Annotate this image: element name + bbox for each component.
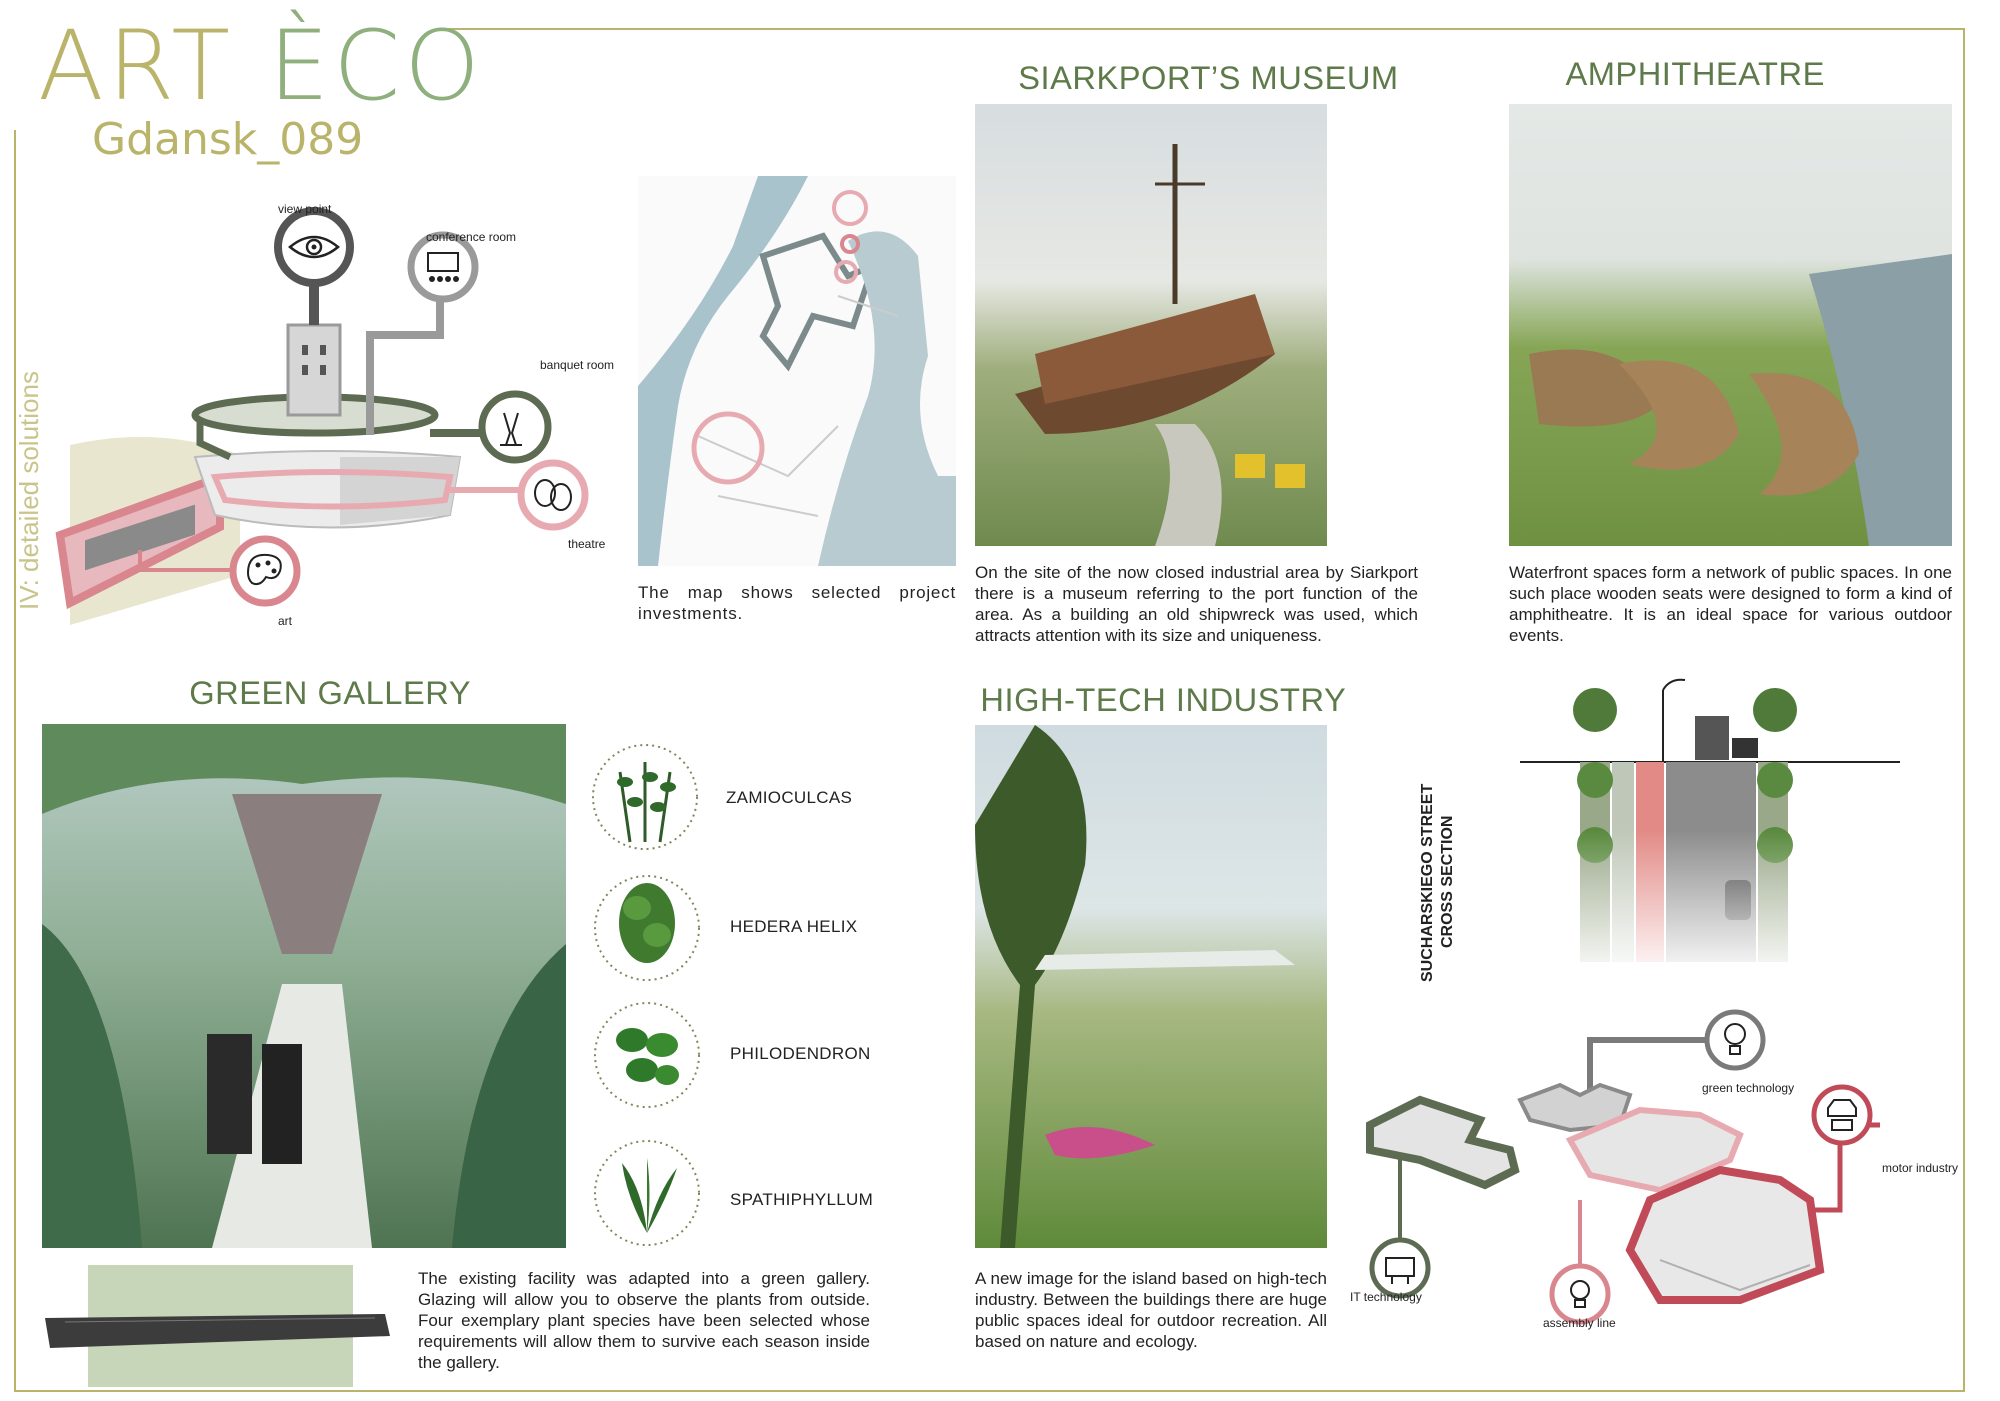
it-building bbox=[1366, 1095, 1520, 1190]
motor-industry-label: motor industry bbox=[1882, 1161, 1959, 1175]
frame-bottom-line bbox=[14, 1390, 1964, 1392]
tower bbox=[286, 323, 342, 417]
map-roads bbox=[697, 295, 899, 517]
art-circle bbox=[229, 535, 301, 607]
brand-title-art: ART bbox=[38, 10, 235, 122]
it-technology-circle bbox=[1369, 1237, 1431, 1299]
plant-philodendron bbox=[594, 1002, 700, 1108]
building-function-diagram bbox=[55, 207, 589, 625]
green-gallery-photo bbox=[42, 724, 566, 1248]
plant-spathiphyllum bbox=[594, 1140, 700, 1246]
art-label: art bbox=[278, 614, 293, 628]
theatre-circle bbox=[517, 459, 589, 531]
green-gallery-illustration bbox=[42, 724, 566, 1248]
banquet-room-circle bbox=[478, 390, 552, 464]
banquet-room-label: banquet room bbox=[540, 358, 615, 372]
lightbulb-icon bbox=[1724, 1023, 1746, 1055]
plant-label-philodendron: PHILODENDRON bbox=[730, 1044, 871, 1063]
conference-room-circle bbox=[407, 231, 479, 303]
plant-hedera-helix bbox=[594, 875, 700, 981]
circuit-board-icon bbox=[1385, 1257, 1415, 1284]
art-connector bbox=[138, 550, 230, 572]
art-wing-window bbox=[85, 504, 195, 571]
hightech-photo bbox=[975, 725, 1327, 1248]
assembly-line-circle bbox=[1549, 1263, 1611, 1325]
amphitheatre-photo bbox=[1509, 104, 1952, 546]
amphitheatre-illustration bbox=[1529, 254, 1952, 546]
plant-label-spathiphyllum: SPATHIPHYLLUM bbox=[730, 1190, 874, 1209]
tower-window-2 bbox=[320, 345, 326, 355]
map-marker-3 bbox=[834, 260, 858, 284]
brand-title-eco: ÈCO bbox=[268, 10, 484, 122]
brand-subtitle: Gdansk_089 bbox=[92, 114, 364, 165]
map-bay bbox=[818, 231, 956, 566]
street-section-title: SUCHARSKIEGO STREET CROSS SECTION bbox=[1418, 784, 1458, 982]
theatre-band bbox=[210, 469, 454, 510]
tower-window-1 bbox=[302, 345, 308, 355]
tower-window-4 bbox=[320, 365, 326, 375]
assembly-building bbox=[1565, 1106, 1744, 1194]
gallery-plan-drawing bbox=[45, 1314, 390, 1348]
green-technology-label: green technology bbox=[1702, 1081, 1795, 1095]
shipwreck-illustration bbox=[1015, 144, 1305, 546]
frame-top-line bbox=[440, 28, 1965, 30]
hightech-illustration bbox=[975, 725, 1295, 1248]
green-gallery-title: GREEN GALLERY bbox=[189, 675, 471, 711]
street-cross-section bbox=[1520, 678, 1900, 980]
tower-window-3 bbox=[302, 365, 308, 375]
it-technology-label: IT technology bbox=[1350, 1290, 1422, 1304]
street-title-line2: CROSS SECTION bbox=[1439, 815, 1456, 948]
assembly-line-label: assembly line bbox=[1543, 1316, 1616, 1330]
museum-photo bbox=[975, 104, 1327, 546]
industry-buildings-diagram bbox=[1366, 1009, 1880, 1325]
hightech-text: A new image for the island based on high… bbox=[975, 1269, 1327, 1351]
map-river bbox=[638, 176, 808, 566]
palette-icon bbox=[246, 553, 282, 586]
theatre-label: theatre bbox=[568, 537, 606, 551]
view-point-label: view point bbox=[278, 202, 332, 216]
amphitheatre-title: AMPHITHEATRE bbox=[1565, 56, 1825, 92]
frame-right-line bbox=[1963, 28, 1965, 1392]
investment-map bbox=[638, 176, 956, 566]
map-marker-2 bbox=[840, 234, 860, 254]
presentation-icon bbox=[427, 252, 459, 282]
plant-label-zamioculcas: ZAMIOCULCAS bbox=[726, 788, 853, 807]
building-drum-shade bbox=[340, 457, 460, 525]
green-gallery-text: The existing facility was adapted into a… bbox=[418, 1269, 870, 1372]
hightech-title: HIGH-TECH INDUSTRY bbox=[980, 682, 1347, 718]
car-battery-icon bbox=[1827, 1099, 1857, 1131]
street-title-line1: SUCHARSKIEGO STREET bbox=[1419, 783, 1436, 982]
roof-step bbox=[196, 420, 232, 461]
map-marker-large bbox=[691, 411, 765, 485]
museum-text: On the site of the now closed industrial… bbox=[975, 563, 1418, 645]
brand-title: ART ÈCO bbox=[38, 18, 484, 114]
grey-building bbox=[1517, 1082, 1633, 1133]
eye-icon bbox=[288, 235, 340, 259]
theatre-masks-icon bbox=[534, 479, 572, 511]
conference-room-label: conference room bbox=[426, 230, 517, 244]
map-caption: The map shows selected project investmen… bbox=[638, 583, 956, 623]
gear-bulb-icon bbox=[1570, 1280, 1590, 1308]
frame-left-line bbox=[14, 130, 16, 1392]
champagne-glasses-icon bbox=[500, 412, 522, 446]
plant-label-hedera-helix: HEDERA HELIX bbox=[730, 917, 858, 936]
museum-title: SIARKPORT’S MUSEUM bbox=[1018, 60, 1399, 96]
amphitheatre-text: Waterfront spaces form a network of publ… bbox=[1509, 563, 1952, 645]
green-tech-connector bbox=[1587, 1037, 1710, 1110]
green-technology-circle bbox=[1704, 1009, 1766, 1071]
plant-zamioculcas bbox=[592, 744, 698, 850]
map-marker-1 bbox=[832, 190, 868, 226]
map-island bbox=[759, 232, 878, 372]
motor-building-shade bbox=[1659, 1259, 1811, 1292]
